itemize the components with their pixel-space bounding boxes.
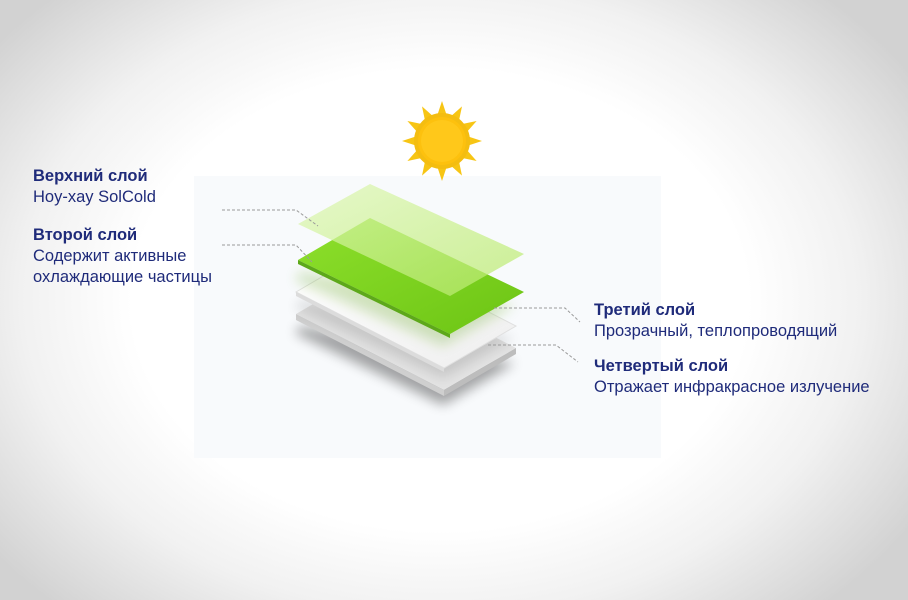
layer-1-label: Верхний слой Hoy-xay SolCold [33, 166, 156, 208]
layer-3-title: Третий слой [594, 301, 696, 319]
leader-line-1 [222, 209, 319, 227]
layer-4-desc: Отражает инфракрасное излучение [594, 378, 870, 396]
layer-2-desc-line-1: Содержит активные [33, 247, 187, 265]
layer-2-label: Второй слой Содержит активные охлаждающи… [33, 225, 212, 288]
layer-3-desc: Прозрачный, теплопроводящий [594, 322, 838, 340]
leader-lines [222, 209, 581, 363]
sun-ray [402, 136, 416, 146]
layer-4-label: Четвертый слой Отражает инфракрасное изл… [594, 356, 870, 398]
leader-line-3 [494, 307, 581, 323]
sun-ray [468, 136, 482, 146]
sun-ray [437, 167, 447, 181]
layer-1-title: Верхний слой [33, 167, 148, 185]
leader-line-4 [488, 344, 579, 363]
layer-1-plate [298, 184, 524, 296]
layer-2-desc-line-2: охлаждающие частицы [33, 268, 212, 286]
layer-3-label: Третий слой Прозрачный, теплопроводящий [594, 300, 837, 342]
layer-2-title: Второй слой [33, 226, 138, 244]
layer-4-title: Четвертый слой [594, 357, 729, 375]
leader-line-2 [222, 244, 313, 263]
sun-ray [437, 101, 447, 115]
layer-1-desc: Hoy-xay SolCold [33, 188, 156, 206]
sun-icon [402, 101, 482, 181]
